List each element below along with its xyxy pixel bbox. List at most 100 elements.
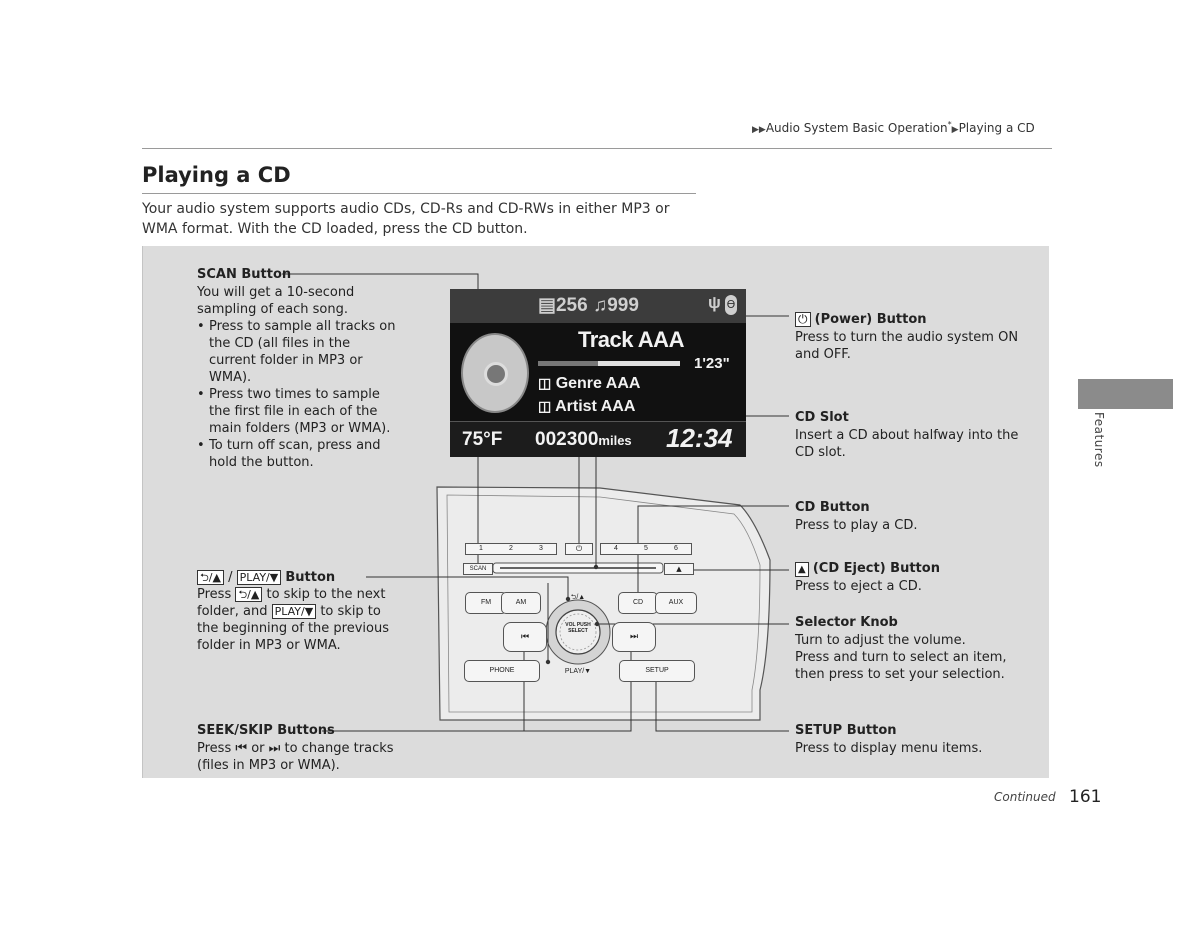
seek-forward-icon: ⏭ xyxy=(268,741,281,756)
callout-power-desc: Press to turn the audio system ON and OF… xyxy=(795,330,1019,362)
callout-setup: SETUP Button Press to display menu items… xyxy=(795,722,1025,757)
preset-button[interactable]: 4 xyxy=(614,545,618,552)
eject-button[interactable]: ▲ xyxy=(664,563,694,575)
breadcrumb-arrow-icon: ▶▶ xyxy=(752,125,766,135)
callout-seek: SEEK/SKIP Buttons Press ⏮ or ⏭ to change… xyxy=(197,722,407,774)
list-item: Press two times to sample the first file… xyxy=(197,386,397,437)
callout-cd-button-title: CD Button xyxy=(795,500,870,515)
continued-label: Continued xyxy=(994,790,1056,804)
callout-setup-title: SETUP Button xyxy=(795,723,897,738)
scan-button[interactable]: SCAN xyxy=(463,563,493,575)
callout-seek-title: SEEK/SKIP Buttons xyxy=(197,723,335,738)
play-key-icon: PLAY/▼ xyxy=(236,570,282,585)
preset-buttons-left: 1 2 3 xyxy=(465,543,557,555)
section-tab xyxy=(1078,379,1173,409)
callout-cd-slot-title: CD Slot xyxy=(795,410,849,425)
track-time: 1'23" xyxy=(694,355,730,372)
callout-back-play-title: Button xyxy=(285,570,336,585)
preset-button[interactable]: 1 xyxy=(479,545,483,552)
breadcrumb: ▶▶Audio System Basic Operation*▶Playing … xyxy=(752,120,1035,135)
callout-press: Press xyxy=(197,587,232,602)
breadcrumb-asterisk: * xyxy=(947,120,952,129)
callout-skip-next: to skip to the next folder, and xyxy=(197,587,386,619)
callout-back-play: ⮌/▲ / PLAY/▼ Button Press ⮌/▲ to skip to… xyxy=(197,569,397,654)
back-key-icon: ⮌/▲ xyxy=(235,587,263,602)
clock: 12:34 xyxy=(666,423,733,453)
progress-bar xyxy=(538,361,680,366)
callout-seek-press: Press xyxy=(197,741,232,756)
callout-selector: Selector Knob Turn to adjust the volume.… xyxy=(795,614,1025,683)
setup-button[interactable]: SETUP xyxy=(619,660,695,682)
bluetooth-icon: Ѳ xyxy=(725,295,737,315)
selector-knob-label[interactable]: VOL PUSH SELECT xyxy=(565,622,591,634)
cd-button[interactable]: CD xyxy=(618,592,658,614)
breadcrumb-page: Playing a CD xyxy=(958,121,1035,135)
power-button[interactable]: ⏻ xyxy=(565,543,593,555)
progress-fill xyxy=(538,361,598,366)
genre-text: Genre AAA xyxy=(555,375,641,392)
callout-power: ⏻ (Power) Button Press to turn the audio… xyxy=(795,311,1025,363)
genre-icon: ◫ xyxy=(538,375,552,391)
leader-scan xyxy=(282,273,479,571)
list-item: Press to sample all tracks on the CD (al… xyxy=(197,318,397,386)
breadcrumb-section: Audio System Basic Operation xyxy=(765,121,948,135)
callout-selector-desc2: Press and turn to select an item, then p… xyxy=(795,650,1007,682)
usb-icon: ψ xyxy=(708,293,721,312)
intro-text: Your audio system supports audio CDs, CD… xyxy=(142,201,670,237)
folder-count: 256 xyxy=(555,295,588,316)
play-button[interactable]: PLAY/▼ xyxy=(564,668,592,675)
back-button[interactable]: ⮌/▲ xyxy=(570,594,586,601)
callout-scan-desc: You will get a 10-second sampling of eac… xyxy=(197,285,355,317)
artist-icon: ◫ xyxy=(538,398,552,414)
callout-cd-slot: CD Slot Insert a CD about halfway into t… xyxy=(795,409,1025,461)
callout-eject: ▲ (CD Eject) Button Press to eject a CD. xyxy=(795,560,1025,595)
track-title: Track AAA xyxy=(578,327,684,352)
aux-button[interactable]: AUX xyxy=(655,592,697,614)
callout-selector-title: Selector Knob xyxy=(795,615,898,630)
callout-seek-desc: to change tracks (files in MP3 or WMA). xyxy=(197,741,394,773)
leader-back xyxy=(366,576,569,599)
list-item: To turn off scan, press and hold the but… xyxy=(197,437,397,471)
leader-cd-button xyxy=(637,505,789,601)
callout-cd-button: CD Button Press to play a CD. xyxy=(795,499,1025,534)
callout-cd-button-desc: Press to play a CD. xyxy=(795,518,918,533)
music-note-icon: ♫ xyxy=(592,295,608,316)
callout-power-title: (Power) Button xyxy=(814,312,927,327)
eject-icon: ▲ xyxy=(795,562,809,577)
callout-slash: / xyxy=(228,570,233,585)
audio-display: ▤256 ♫999 ψ Ѳ Track AAA 1'23" ◫ Genre AA… xyxy=(450,289,746,457)
odometer-value: 002300 xyxy=(535,429,599,450)
breadcrumb-arrow-icon: ▶ xyxy=(951,125,959,135)
cd-disc-icon xyxy=(461,333,529,413)
power-icon: ⏻ xyxy=(575,544,583,553)
preset-button[interactable]: 5 xyxy=(644,545,648,552)
temperature: 75°F xyxy=(462,429,503,450)
power-icon: ⏻ xyxy=(795,312,811,327)
back-key-icon: ⮌/▲ xyxy=(197,570,224,585)
callout-eject-title: (CD Eject) Button xyxy=(812,561,940,576)
play-key-icon: PLAY/▼ xyxy=(271,604,317,619)
seek-back-button[interactable]: ⏮ xyxy=(503,622,547,652)
callout-seek-or: or xyxy=(251,741,265,756)
callout-cd-slot-desc: Insert a CD about halfway into the CD sl… xyxy=(795,428,1019,460)
odometer-row: 002300miles xyxy=(535,429,632,451)
preset-button[interactable]: 2 xyxy=(509,545,513,552)
callout-setup-desc: Press to display menu items. xyxy=(795,741,983,756)
callout-scan-list: Press to sample all tracks on the CD (al… xyxy=(197,318,397,471)
callout-scan: SCAN Button You will get a 10-second sam… xyxy=(197,266,397,471)
callout-scan-title: SCAN Button xyxy=(197,267,292,282)
selector-knob xyxy=(555,609,601,655)
callout-eject-desc: Press to eject a CD. xyxy=(795,579,922,594)
seek-forward-button[interactable]: ⏭ xyxy=(612,622,656,652)
page-title: Playing a CD xyxy=(142,163,291,187)
head-unit-inner xyxy=(446,494,761,713)
genre-row: ◫ Genre AAA xyxy=(538,375,640,393)
leader-setup xyxy=(655,679,789,732)
preset-button[interactable]: 6 xyxy=(674,545,678,552)
seek-back-icon: ⏮ xyxy=(235,741,248,756)
am-button[interactable]: AM xyxy=(501,592,541,614)
preset-button[interactable]: 3 xyxy=(539,545,543,552)
eject-icon: ▲ xyxy=(676,565,682,573)
phone-button[interactable]: PHONE xyxy=(464,660,540,682)
